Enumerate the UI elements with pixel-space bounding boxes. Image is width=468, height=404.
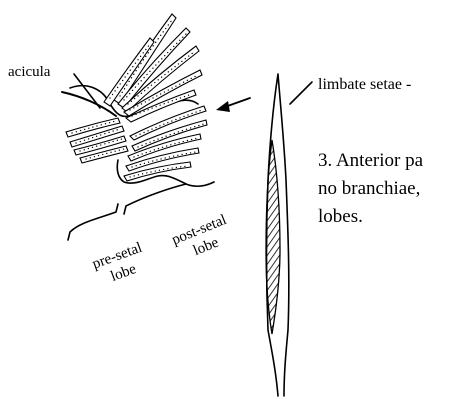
pre-setal-lobe-bracket	[68, 204, 118, 240]
caption-line-1: 3. Anterior pa	[318, 150, 424, 171]
limbate-setae-label: limbate setae -	[318, 76, 411, 93]
caption-line-3: lobes.	[318, 206, 363, 227]
caption-line-2: no branchiae,	[318, 178, 420, 199]
limbate-seta-drawing	[266, 74, 312, 396]
left-setae-bundle	[66, 118, 128, 163]
limbate-setae-pointer-line	[290, 82, 312, 104]
acicula-pointer-line	[74, 74, 100, 108]
parapodium-drawing	[62, 14, 250, 240]
acicula-label: acicula	[8, 64, 51, 80]
post-setal-lobe-label: post-setal lobe	[170, 212, 236, 265]
figure-caption: 3. Anterior pa no branchiae, lobes.	[318, 150, 424, 227]
arrow-icon	[216, 98, 250, 112]
upper-setae-fan	[104, 14, 202, 122]
post-setal-lobe-bracket	[124, 184, 186, 214]
pre-setal-lobe-label: pre-setal lobe	[90, 240, 150, 290]
